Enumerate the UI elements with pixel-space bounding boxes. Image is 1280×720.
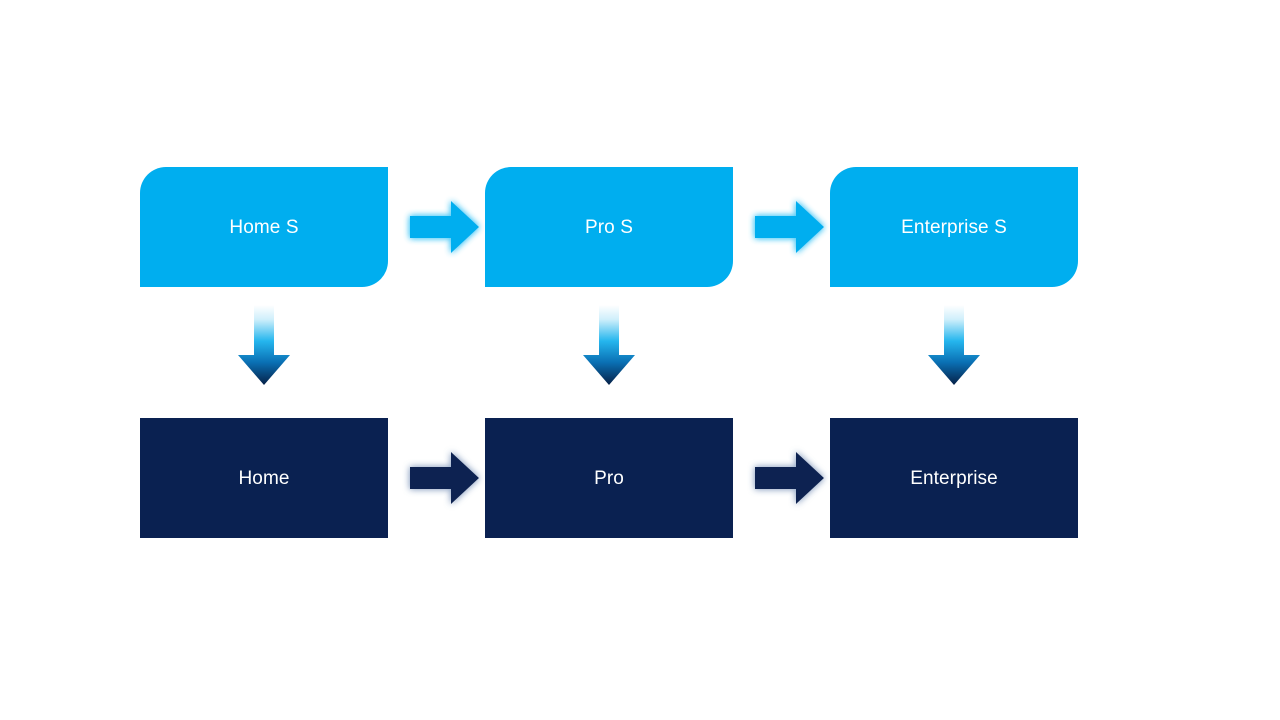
- arrow-right-icon-home-to-pro: [402, 445, 486, 511]
- node-label: Enterprise: [910, 467, 998, 489]
- node-label: Enterprise S: [901, 216, 1007, 238]
- arrow-right-icon-pro-s-to-enterprise-s: [747, 194, 831, 260]
- node-label: Home: [238, 467, 290, 489]
- arrow-right-icon-home-s-to-pro-s: [402, 194, 486, 260]
- node-label: Pro: [594, 467, 624, 489]
- node-label: Pro S: [584, 216, 634, 238]
- node-enterprise-s[interactable]: Enterprise S: [830, 167, 1078, 287]
- arrow-down-icon-pro-s-to-pro: [578, 305, 640, 387]
- node-pro[interactable]: Pro: [485, 418, 733, 538]
- arrow-down-icon-home-s-to-home: [233, 305, 295, 387]
- arrow-right-icon-pro-to-enterprise: [747, 445, 831, 511]
- node-home[interactable]: Home: [140, 418, 388, 538]
- node-label: Home S: [229, 216, 299, 238]
- node-enterprise[interactable]: Enterprise: [830, 418, 1078, 538]
- node-pro-s[interactable]: Pro S: [485, 167, 733, 287]
- node-home-s[interactable]: Home S: [140, 167, 388, 287]
- arrow-down-icon-enterprise-s-to-enterprise: [923, 305, 985, 387]
